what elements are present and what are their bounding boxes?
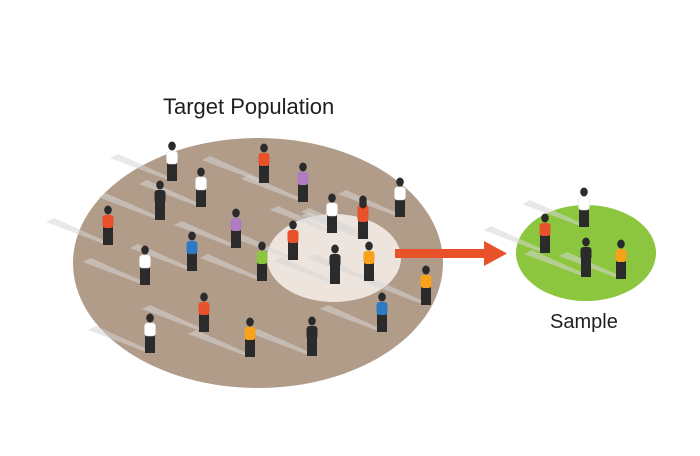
population-person-3 [297,162,309,202]
person-shadow [273,257,339,283]
sample-person-1 [578,187,590,227]
person-shadow [202,156,268,182]
population-person-2 [258,143,270,183]
person-shadow [241,175,307,201]
population-person-11 [186,231,198,271]
population-person-19 [198,292,210,332]
population-person-14 [357,199,369,239]
population-person-5 [154,180,166,220]
person-shadow [174,221,240,247]
person-shadow [200,254,266,280]
person-shadow [139,180,205,206]
sample-person-2 [539,213,551,253]
population-person-18 [420,265,432,305]
person-shadow [522,200,588,226]
person-shadow [320,305,386,331]
person-shadow [524,250,590,276]
person-shadow [270,206,336,232]
population-person-23 [376,292,388,332]
person-shadow [83,258,149,284]
person-shadow [46,218,112,244]
population-person-12 [287,220,299,260]
population-person-1 [166,141,178,181]
person-shadow [559,252,625,278]
population-person-8 [326,193,338,233]
person-shadow [338,190,404,216]
selection-arrow [395,241,507,266]
person-shadow [142,305,208,331]
person-shadow [98,193,164,219]
person-shadow [88,326,154,352]
population-person-9 [102,205,114,245]
sample-person-3 [580,237,592,277]
population-person-10 [230,208,242,248]
people-layer [102,141,627,357]
population-person-21 [244,317,256,357]
population-person-22 [306,316,318,356]
person-shadow [483,226,549,252]
population-person-13 [139,245,151,285]
sample-person-4 [615,239,627,279]
population-person-6 [394,177,406,217]
population-person-17 [363,241,375,281]
population-person-4 [195,167,207,207]
population-person-20 [144,313,156,353]
person-shadow [250,329,316,355]
population-person-15 [256,241,268,281]
population-title: Target Population [163,94,335,119]
person-shadow [188,330,254,356]
population-person-16 [329,244,341,284]
person-shadow [364,278,430,304]
sample-title: Sample [550,311,618,333]
person-shadow [110,154,176,180]
